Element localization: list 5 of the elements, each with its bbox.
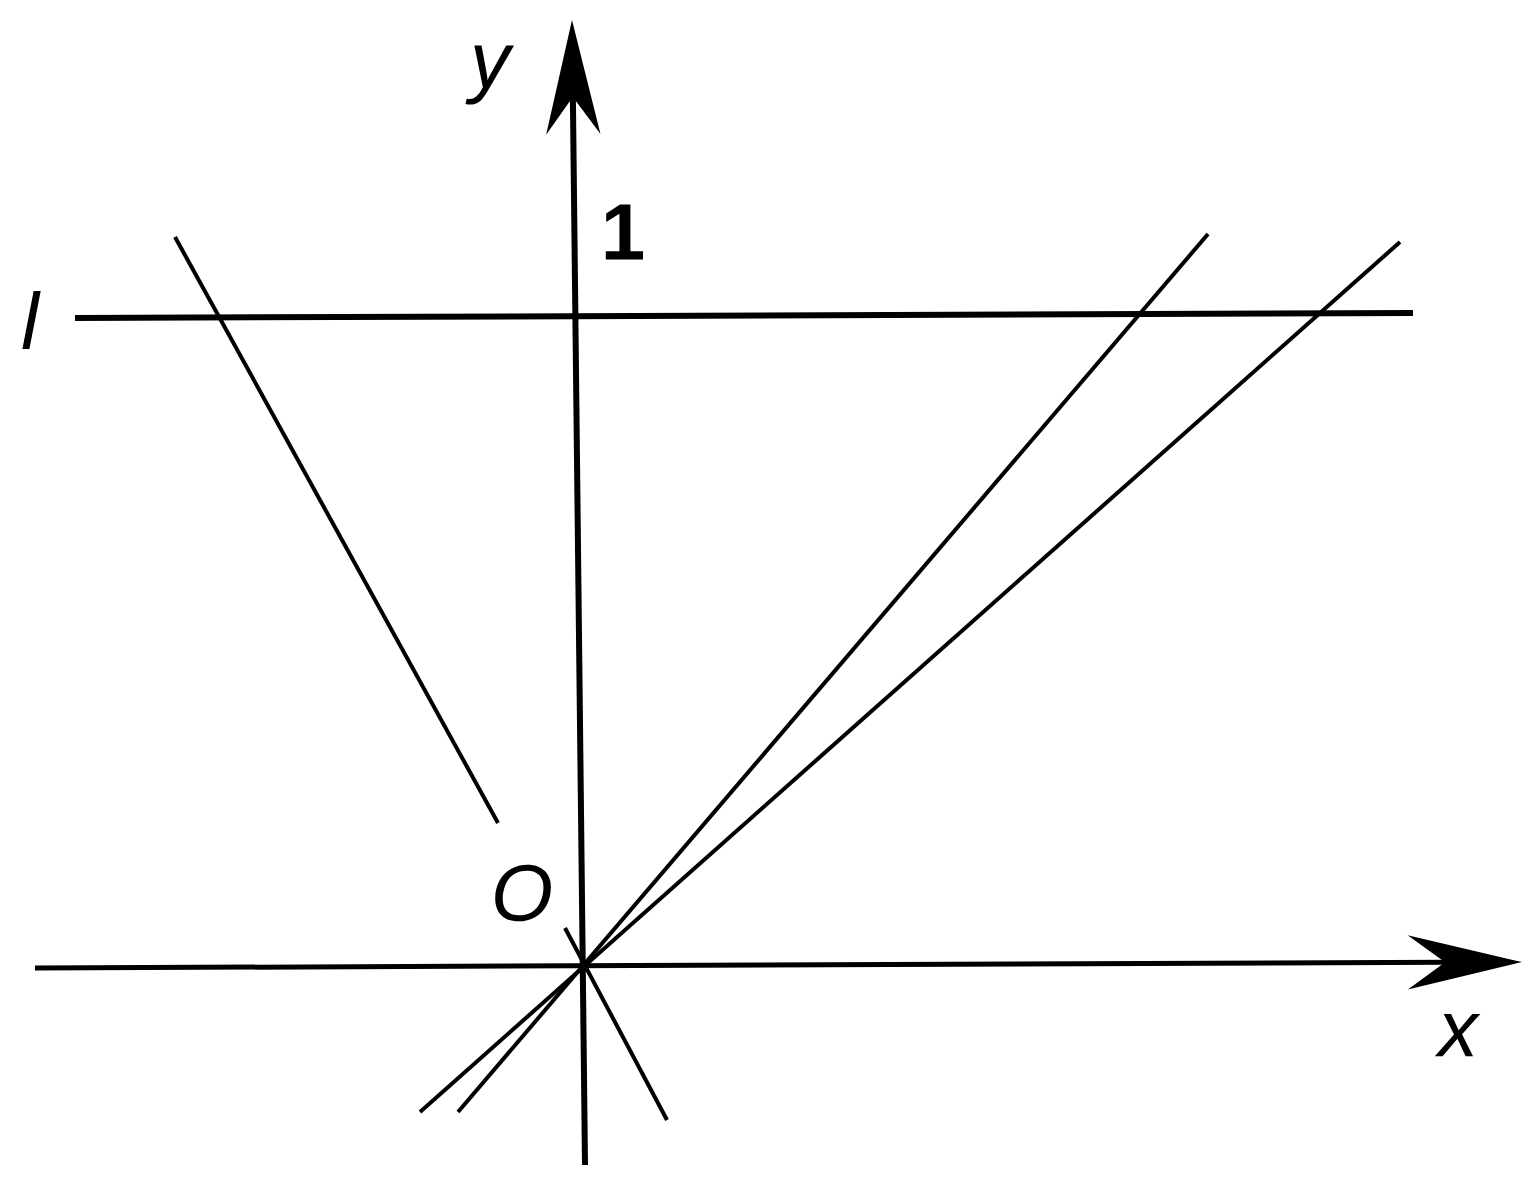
origin-label: O [495, 864, 551, 922]
tick-label: 1 [605, 204, 643, 260]
line-label: l [22, 291, 41, 349]
axis-label: y [465, 45, 514, 105]
axis-label: x [1434, 1013, 1481, 1057]
